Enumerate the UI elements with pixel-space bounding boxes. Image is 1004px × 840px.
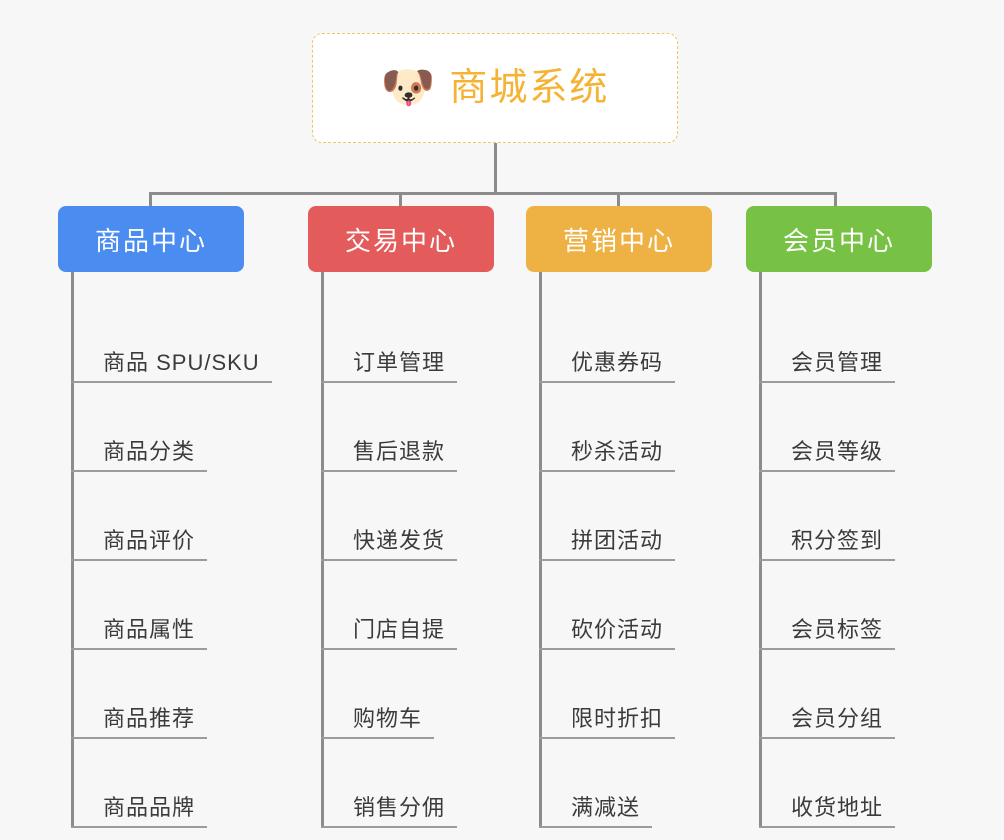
leaf-label: 门店自提 [321,617,458,650]
leaf-label: 砍价活动 [539,617,676,650]
list-item[interactable]: 拼团活动 [539,472,712,561]
leaf-label: 购物车 [321,706,435,739]
column-body-product-center: 商品 SPU/SKU 商品分类 商品评价 商品属性 商品推荐 商品品牌 [58,272,272,828]
leaf-label: 会员等级 [759,439,896,472]
leaf-label: 销售分佣 [321,795,458,828]
column-trade-center: 交易中心 订单管理 售后退款 快递发货 门店自提 购物车 销售分佣 [308,206,494,828]
column-product-center: 商品中心 商品 SPU/SKU 商品分类 商品评价 商品属性 商品推荐 商品品牌 [58,206,272,828]
leaf-label: 商品分类 [71,439,208,472]
list-item[interactable]: 商品 SPU/SKU [71,294,272,383]
leaf-label: 会员分组 [759,706,896,739]
leaf-label: 订单管理 [321,350,458,383]
column-spine-trade-center [321,272,324,828]
list-item[interactable]: 销售分佣 [321,739,494,828]
list-item[interactable]: 商品品牌 [71,739,244,828]
leaf-label: 快递发货 [321,528,458,561]
column-marketing-center: 营销中心 优惠券码 秒杀活动 拼团活动 砍价活动 限时折扣 满减送 [526,206,712,828]
list-item[interactable]: 门店自提 [321,561,494,650]
leaf-label: 满减送 [539,795,653,828]
connector-drop-trade-center [399,192,402,208]
column-spine-product-center [71,272,74,828]
column-spine-marketing-center [539,272,542,828]
leaf-label: 商品评价 [71,528,208,561]
connector-drop-member-center [834,192,837,208]
column-header-marketing-center[interactable]: 营销中心 [526,206,712,272]
column-body-trade-center: 订单管理 售后退款 快递发货 门店自提 购物车 销售分佣 [308,272,494,828]
list-item[interactable]: 订单管理 [321,294,494,383]
connector-horizontal-bus [149,192,837,195]
leaf-label: 积分签到 [759,528,896,561]
leaf-label: 拼团活动 [539,528,676,561]
root-node-content: 🐶 商城系统 [381,66,610,110]
leaf-label: 商品属性 [71,617,208,650]
list-item[interactable]: 会员分组 [759,650,932,739]
list-item[interactable]: 砍价活动 [539,561,712,650]
column-spine-member-center [759,272,762,828]
dog-face-icon: 🐶 [380,62,436,113]
column-member-center: 会员中心 会员管理 会员等级 积分签到 会员标签 会员分组 收货地址 [746,206,932,828]
leaf-list-trade-center: 订单管理 售后退款 快递发货 门店自提 购物车 销售分佣 [308,294,494,828]
list-item[interactable]: 满减送 [539,739,712,828]
list-item[interactable]: 购物车 [321,650,494,739]
list-item[interactable]: 商品分类 [71,383,244,472]
list-item[interactable]: 商品评价 [71,472,244,561]
leaf-label: 售后退款 [321,439,458,472]
leaf-label: 限时折扣 [539,706,676,739]
list-item[interactable]: 商品属性 [71,561,244,650]
column-header-trade-center[interactable]: 交易中心 [308,206,494,272]
root-node-title: 商城系统 [449,67,610,109]
list-item[interactable]: 优惠券码 [539,294,712,383]
list-item[interactable]: 商品推荐 [71,650,244,739]
leaf-label: 会员标签 [759,617,896,650]
list-item[interactable]: 会员管理 [759,294,932,383]
leaf-list-marketing-center: 优惠券码 秒杀活动 拼团活动 砍价活动 限时折扣 满减送 [526,294,712,828]
column-header-member-center[interactable]: 会员中心 [746,206,932,272]
connector-root-stem [494,143,497,194]
leaf-label: 优惠券码 [539,350,676,383]
leaf-label: 会员管理 [759,350,896,383]
leaf-list-member-center: 会员管理 会员等级 积分签到 会员标签 会员分组 收货地址 [746,294,932,828]
leaf-label: 商品品牌 [71,795,208,828]
column-header-product-center[interactable]: 商品中心 [58,206,244,272]
leaf-label: 商品 SPU/SKU [71,350,272,383]
list-item[interactable]: 收货地址 [759,739,932,828]
leaf-label: 商品推荐 [71,706,208,739]
list-item[interactable]: 积分签到 [759,472,932,561]
leaf-label: 秒杀活动 [539,439,676,472]
list-item[interactable]: 会员等级 [759,383,932,472]
leaf-list-product-center: 商品 SPU/SKU 商品分类 商品评价 商品属性 商品推荐 商品品牌 [58,294,272,828]
column-body-member-center: 会员管理 会员等级 积分签到 会员标签 会员分组 收货地址 [746,272,932,828]
connector-drop-product-center [149,192,152,208]
list-item[interactable]: 会员标签 [759,561,932,650]
list-item[interactable]: 秒杀活动 [539,383,712,472]
list-item[interactable]: 售后退款 [321,383,494,472]
connector-drop-marketing-center [617,192,620,208]
root-node-mall-system[interactable]: 🐶 商城系统 [312,33,678,143]
column-body-marketing-center: 优惠券码 秒杀活动 拼团活动 砍价活动 限时折扣 满减送 [526,272,712,828]
leaf-label: 收货地址 [759,795,896,828]
list-item[interactable]: 快递发货 [321,472,494,561]
list-item[interactable]: 限时折扣 [539,650,712,739]
